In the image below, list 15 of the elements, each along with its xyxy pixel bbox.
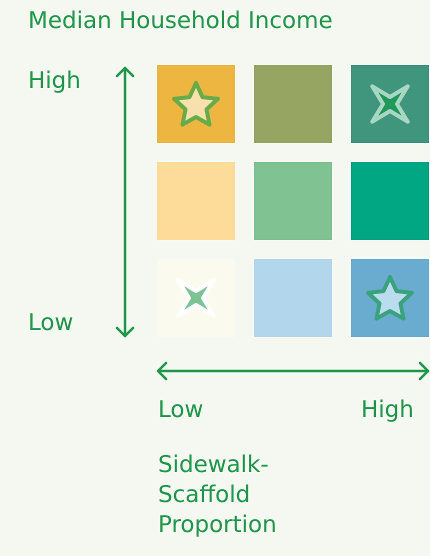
axis-label: High [361,396,414,425]
color-swatch [351,65,429,143]
color-swatch [351,259,429,337]
axis-title: Median Household Income [28,7,333,36]
color-swatch [254,65,332,143]
color-swatch [157,259,235,337]
axis-label: Low [158,396,204,425]
axis-title: Sidewalk-Scaffold Proportion [158,451,278,540]
color-swatch [254,162,332,240]
axis-label: Low [28,309,74,338]
color-swatch [351,162,429,240]
color-swatch [157,65,235,143]
color-swatch [157,162,235,240]
axis-label: High [28,67,81,96]
color-swatch [254,259,332,337]
